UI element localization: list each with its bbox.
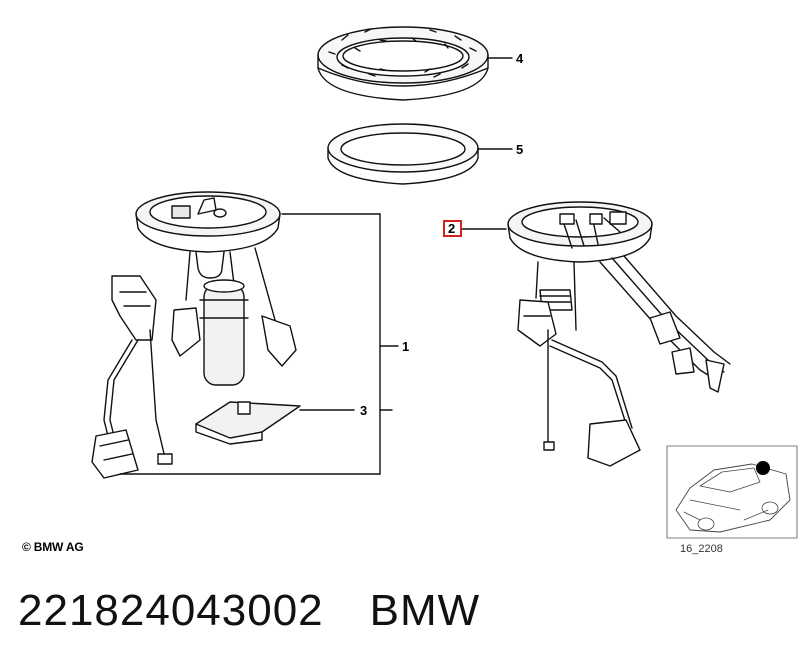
callout-1: 1 (402, 339, 409, 354)
part-number: 221824043002 (18, 586, 324, 635)
callout-2: 2 (448, 221, 455, 236)
gasket-part-5 (327, 123, 513, 185)
locking-ring-part-4 (317, 26, 513, 101)
copyright-notice: © BMW AG (22, 540, 84, 554)
brand-name: BMW (369, 586, 481, 635)
fuel-pump-assembly-part-2 (461, 201, 731, 467)
filter-plate-part-3 (195, 401, 355, 445)
fuel-pump-assembly-part-1 (91, 191, 399, 479)
vehicle-location-thumbnail (666, 445, 798, 539)
diagram-reference-code: 16_2208 (680, 543, 723, 555)
callout-4: 4 (516, 51, 524, 66)
callout-2-highlight (443, 220, 462, 237)
part-caption: 221824043002 BMW (18, 586, 480, 636)
callout-3: 3 (360, 403, 367, 418)
callout-5: 5 (516, 142, 523, 157)
location-marker-dot (756, 461, 770, 475)
